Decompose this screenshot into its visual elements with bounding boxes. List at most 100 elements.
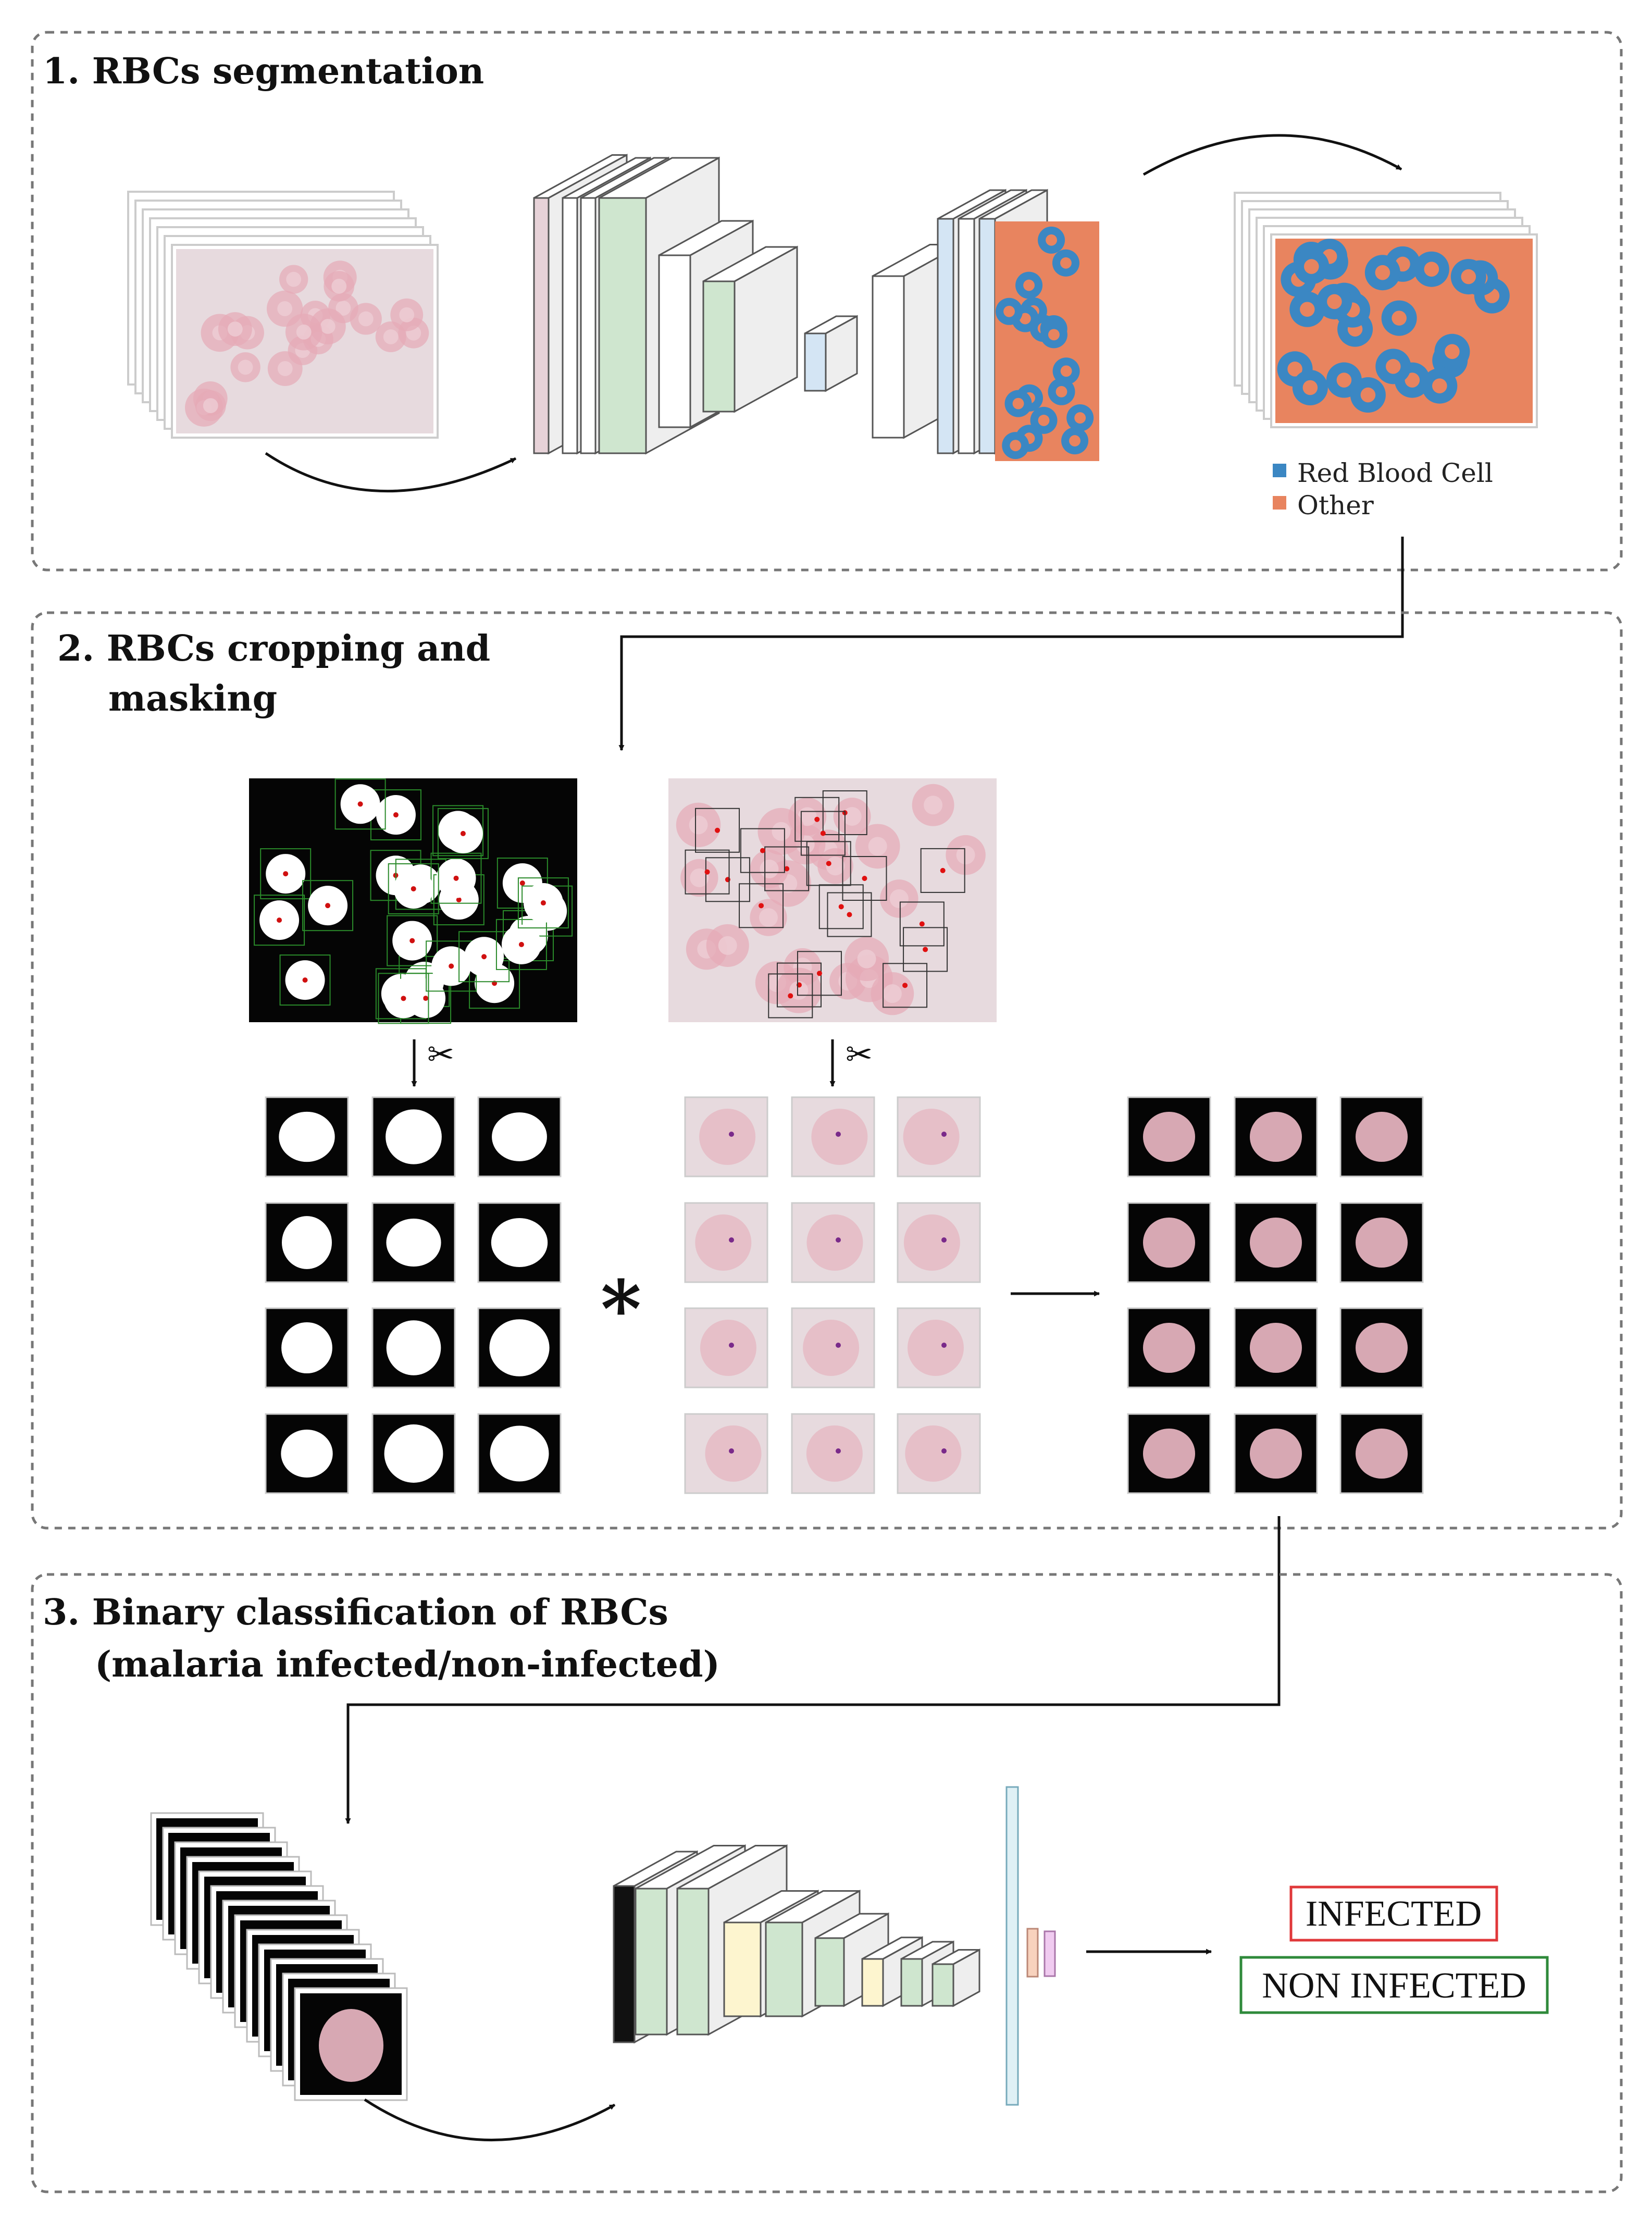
mask-centroid (540, 900, 546, 906)
rbc-cell-center (956, 846, 975, 865)
segmentation-network (533, 153, 1099, 461)
mask-bounding-box (388, 863, 439, 914)
rbc-segment-hole (1405, 373, 1420, 388)
masked-crop-cell (1143, 1112, 1195, 1162)
parasite-dot (836, 1132, 841, 1137)
mask-crop-cell (279, 1111, 335, 1162)
rbc-segment-hole (1375, 265, 1390, 280)
smear-centroid (902, 983, 908, 988)
rgb-crop-cell (806, 1425, 863, 1482)
parasite-dot (941, 1448, 947, 1454)
legend-swatch-rbc (1273, 464, 1286, 477)
mask-bounding-box (254, 895, 305, 946)
cnn-layer-front (635, 1888, 668, 2036)
masked-crop-cell (1356, 1218, 1408, 1268)
segmentation-legend: Red Blood Cell Other (1273, 458, 1493, 520)
parasite-dot (729, 1237, 734, 1243)
smear-bounding-box (797, 951, 842, 996)
section-1-to-2-connector (618, 537, 1404, 751)
rbc-cell-center (238, 359, 253, 375)
rbc-cell-center (358, 311, 374, 327)
smear-bounding-box (768, 973, 813, 1019)
input-slide-stack (127, 191, 439, 439)
rbc-segment-hole (1023, 279, 1035, 291)
mask-bounding-box (430, 852, 482, 904)
smear-centroid (715, 827, 721, 833)
section-2-to-3-connector (345, 1516, 1281, 1825)
cnn-layer-front (723, 1921, 762, 2017)
rbc-segment-hole (1445, 344, 1460, 359)
cnn-layer-front (765, 1921, 803, 2017)
rbc-cell-center (383, 329, 399, 344)
mask-bounding-box (378, 973, 429, 1024)
smear-bounding-box (685, 849, 730, 895)
rbc-cell-center (857, 949, 876, 969)
mask-centroid (453, 875, 459, 881)
mask-crop-cell (386, 1218, 441, 1267)
mask-bounding-box (279, 954, 331, 1006)
rbc-cell-center (277, 301, 293, 316)
cnn-layer-front (900, 1958, 923, 2007)
smear-centroid (919, 921, 925, 927)
network-layer-front (598, 197, 647, 454)
non-infected-label: NON INFECTED (1262, 1966, 1526, 2006)
mask-bounding-box (334, 778, 386, 830)
mask-centroid (357, 801, 363, 807)
masked-crop-cell (1143, 1218, 1195, 1268)
rgb-crop-cell (905, 1425, 962, 1482)
masked-crop-cell (1143, 1323, 1195, 1373)
mask-centroid (519, 880, 525, 886)
smear-bounding-box (818, 884, 864, 929)
mask-crop-cell (491, 1218, 548, 1267)
masked-crop-cell (1250, 1112, 1302, 1162)
cnn-layer-front (676, 1888, 710, 2036)
legend-swatch-other (1273, 496, 1286, 510)
rbc-segment-hole (1060, 365, 1072, 377)
cnn-layer-front (814, 1937, 845, 2007)
masked-crop (1234, 1413, 1318, 1494)
segmentation-output-stack (1234, 192, 1538, 428)
stack-to-classifier-arrow (364, 2098, 616, 2141)
rbc-segment-hole (1327, 294, 1342, 309)
smear-centroid (788, 993, 793, 999)
smear-centroid (862, 876, 867, 882)
masked-cell-stack (150, 1812, 408, 2101)
mask-crop-cell (281, 1216, 332, 1269)
parasite-dot (729, 1448, 734, 1454)
rbc-segment-hole (1003, 305, 1015, 317)
parasite-dot (941, 1132, 947, 1137)
rgb-crop-cell (811, 1109, 868, 1165)
smear-centroid (820, 830, 826, 836)
rbc-segment-hole (1386, 359, 1401, 374)
rbc-segment-hole (1461, 269, 1476, 284)
smear-bounding-box (903, 927, 948, 972)
network-layer-front (937, 218, 954, 454)
rbc-cell-center (296, 324, 312, 340)
input-to-network-arrow (265, 452, 517, 493)
rbc-cell-center (331, 279, 347, 294)
infected-label-box (1289, 1885, 1498, 1942)
rbc-cell-center (320, 319, 336, 334)
masked-crop-cell (1356, 1429, 1408, 1479)
parasite-dot (836, 1237, 841, 1243)
mask-centroid (277, 917, 282, 923)
smear-centroid (923, 947, 928, 952)
mask-crop-cell (386, 1109, 442, 1164)
section-2-title-line-1: 2. RBCs cropping and (57, 628, 490, 669)
parasite-dot (729, 1343, 734, 1348)
smear-centroid (784, 866, 790, 872)
rbc-segment-hole (1392, 311, 1407, 326)
legend-label-rbc: Red Blood Cell (1297, 458, 1493, 488)
smear-bounding-box (705, 857, 750, 902)
rbc-segment-hole (1019, 313, 1031, 325)
parasite-dot (729, 1132, 734, 1137)
rbc-cell-center (399, 307, 415, 322)
mask-crop-cell (281, 1429, 333, 1478)
smear-bounding-box (827, 892, 872, 937)
smear-bounding-box (842, 856, 887, 901)
smear-bounding-box (740, 828, 785, 873)
rgb-crop-cell (903, 1214, 960, 1271)
rgb-crop-cell (907, 1320, 964, 1376)
rbc-cell-center (690, 868, 709, 887)
section-3-panel (31, 1573, 1623, 2193)
